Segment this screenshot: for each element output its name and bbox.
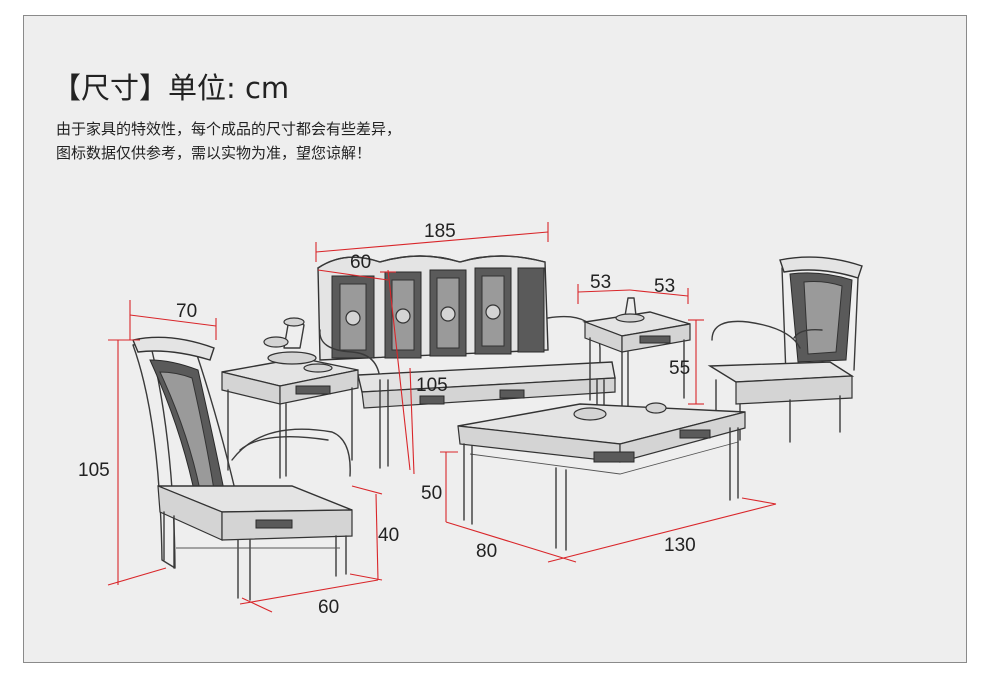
dimension-lines [107, 222, 777, 613]
sofa-width-label: 185 [424, 221, 456, 242]
side-table-depth-label: 53 [654, 276, 675, 297]
right-armchair [707, 256, 863, 443]
description-line-2: 图标数据仅供参考，需以实物为准，望您谅解！ [56, 144, 372, 162]
sofa-depth-label: 60 [350, 252, 371, 273]
left-side-table [221, 317, 359, 479]
left-chair-height-label: 105 [78, 460, 110, 481]
sofa-seat-height-label: 50 [421, 483, 442, 504]
description-line-1: 由于家具的特效性，每个成品的尺寸都会有些差异， [56, 120, 402, 138]
left-chair-width-label: 60 [318, 597, 339, 618]
sofa-height-label: 105 [416, 375, 448, 396]
left-chair-seat-height-label: 40 [378, 525, 399, 546]
coffee-table [457, 402, 746, 551]
left-armchair [132, 336, 353, 601]
page-title: 【尺寸】单位: cm [52, 71, 290, 105]
left-chair-depth-label: 70 [176, 301, 197, 322]
three-seat-sofa [317, 255, 616, 469]
side-table-height-label: 55 [669, 358, 690, 379]
coffee-table-width-label: 130 [664, 535, 696, 556]
coffee-table-depth-label: 80 [476, 541, 497, 562]
right-side-table [582, 297, 691, 421]
side-table-width-label: 53 [590, 272, 611, 293]
dimension-labels: 185 60 105 50 53 53 55 70 105 40 60 80 1… [78, 221, 696, 618]
